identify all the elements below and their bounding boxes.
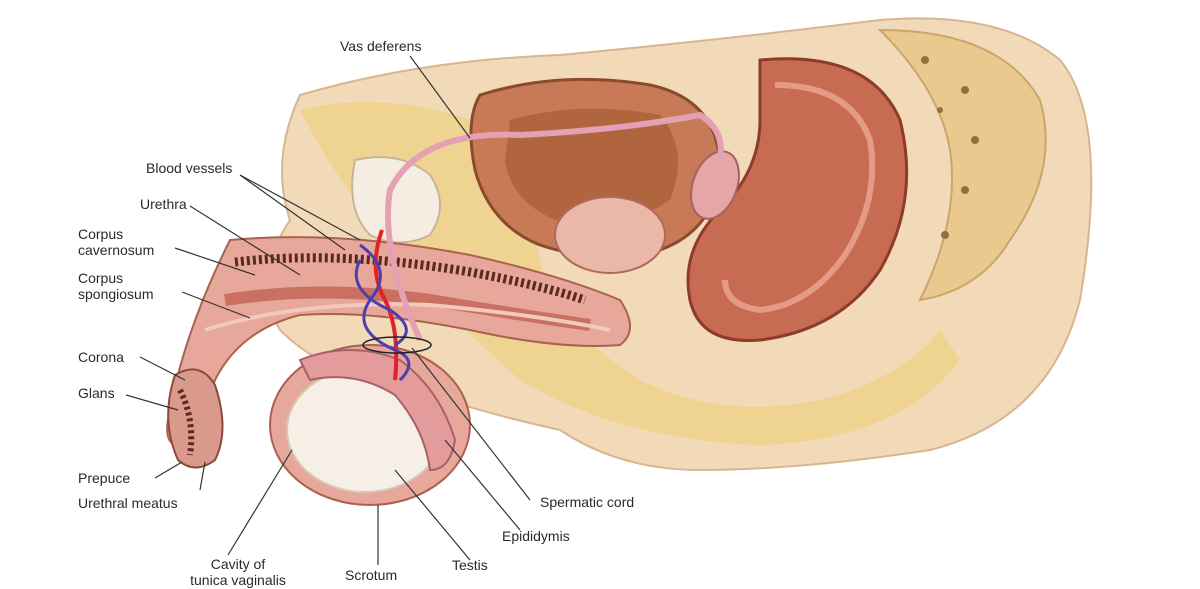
label-spermatic-cord: Spermatic cord: [540, 494, 634, 510]
label-prepuce: Prepuce: [78, 470, 130, 486]
label-cavity-tunica-vaginalis: Cavity of tunica vaginalis: [168, 556, 308, 588]
glans-shape: [168, 369, 222, 467]
label-corpus-spongiosum: Corpus spongiosum: [78, 270, 188, 302]
label-glans: Glans: [78, 385, 115, 401]
label-vas-deferens: Vas deferens: [340, 38, 421, 54]
label-scrotum: Scrotum: [345, 567, 397, 583]
prostate: [555, 197, 665, 273]
label-urethral-meatus: Urethral meatus: [78, 495, 178, 511]
label-testis: Testis: [452, 557, 488, 573]
label-urethra: Urethra: [140, 196, 187, 212]
label-epididymis: Epididymis: [502, 528, 570, 544]
label-corpus-cavernosum: Corpus cavernosum: [78, 226, 188, 258]
label-blood-vessels: Blood vessels: [146, 160, 232, 176]
label-corona: Corona: [78, 349, 124, 365]
